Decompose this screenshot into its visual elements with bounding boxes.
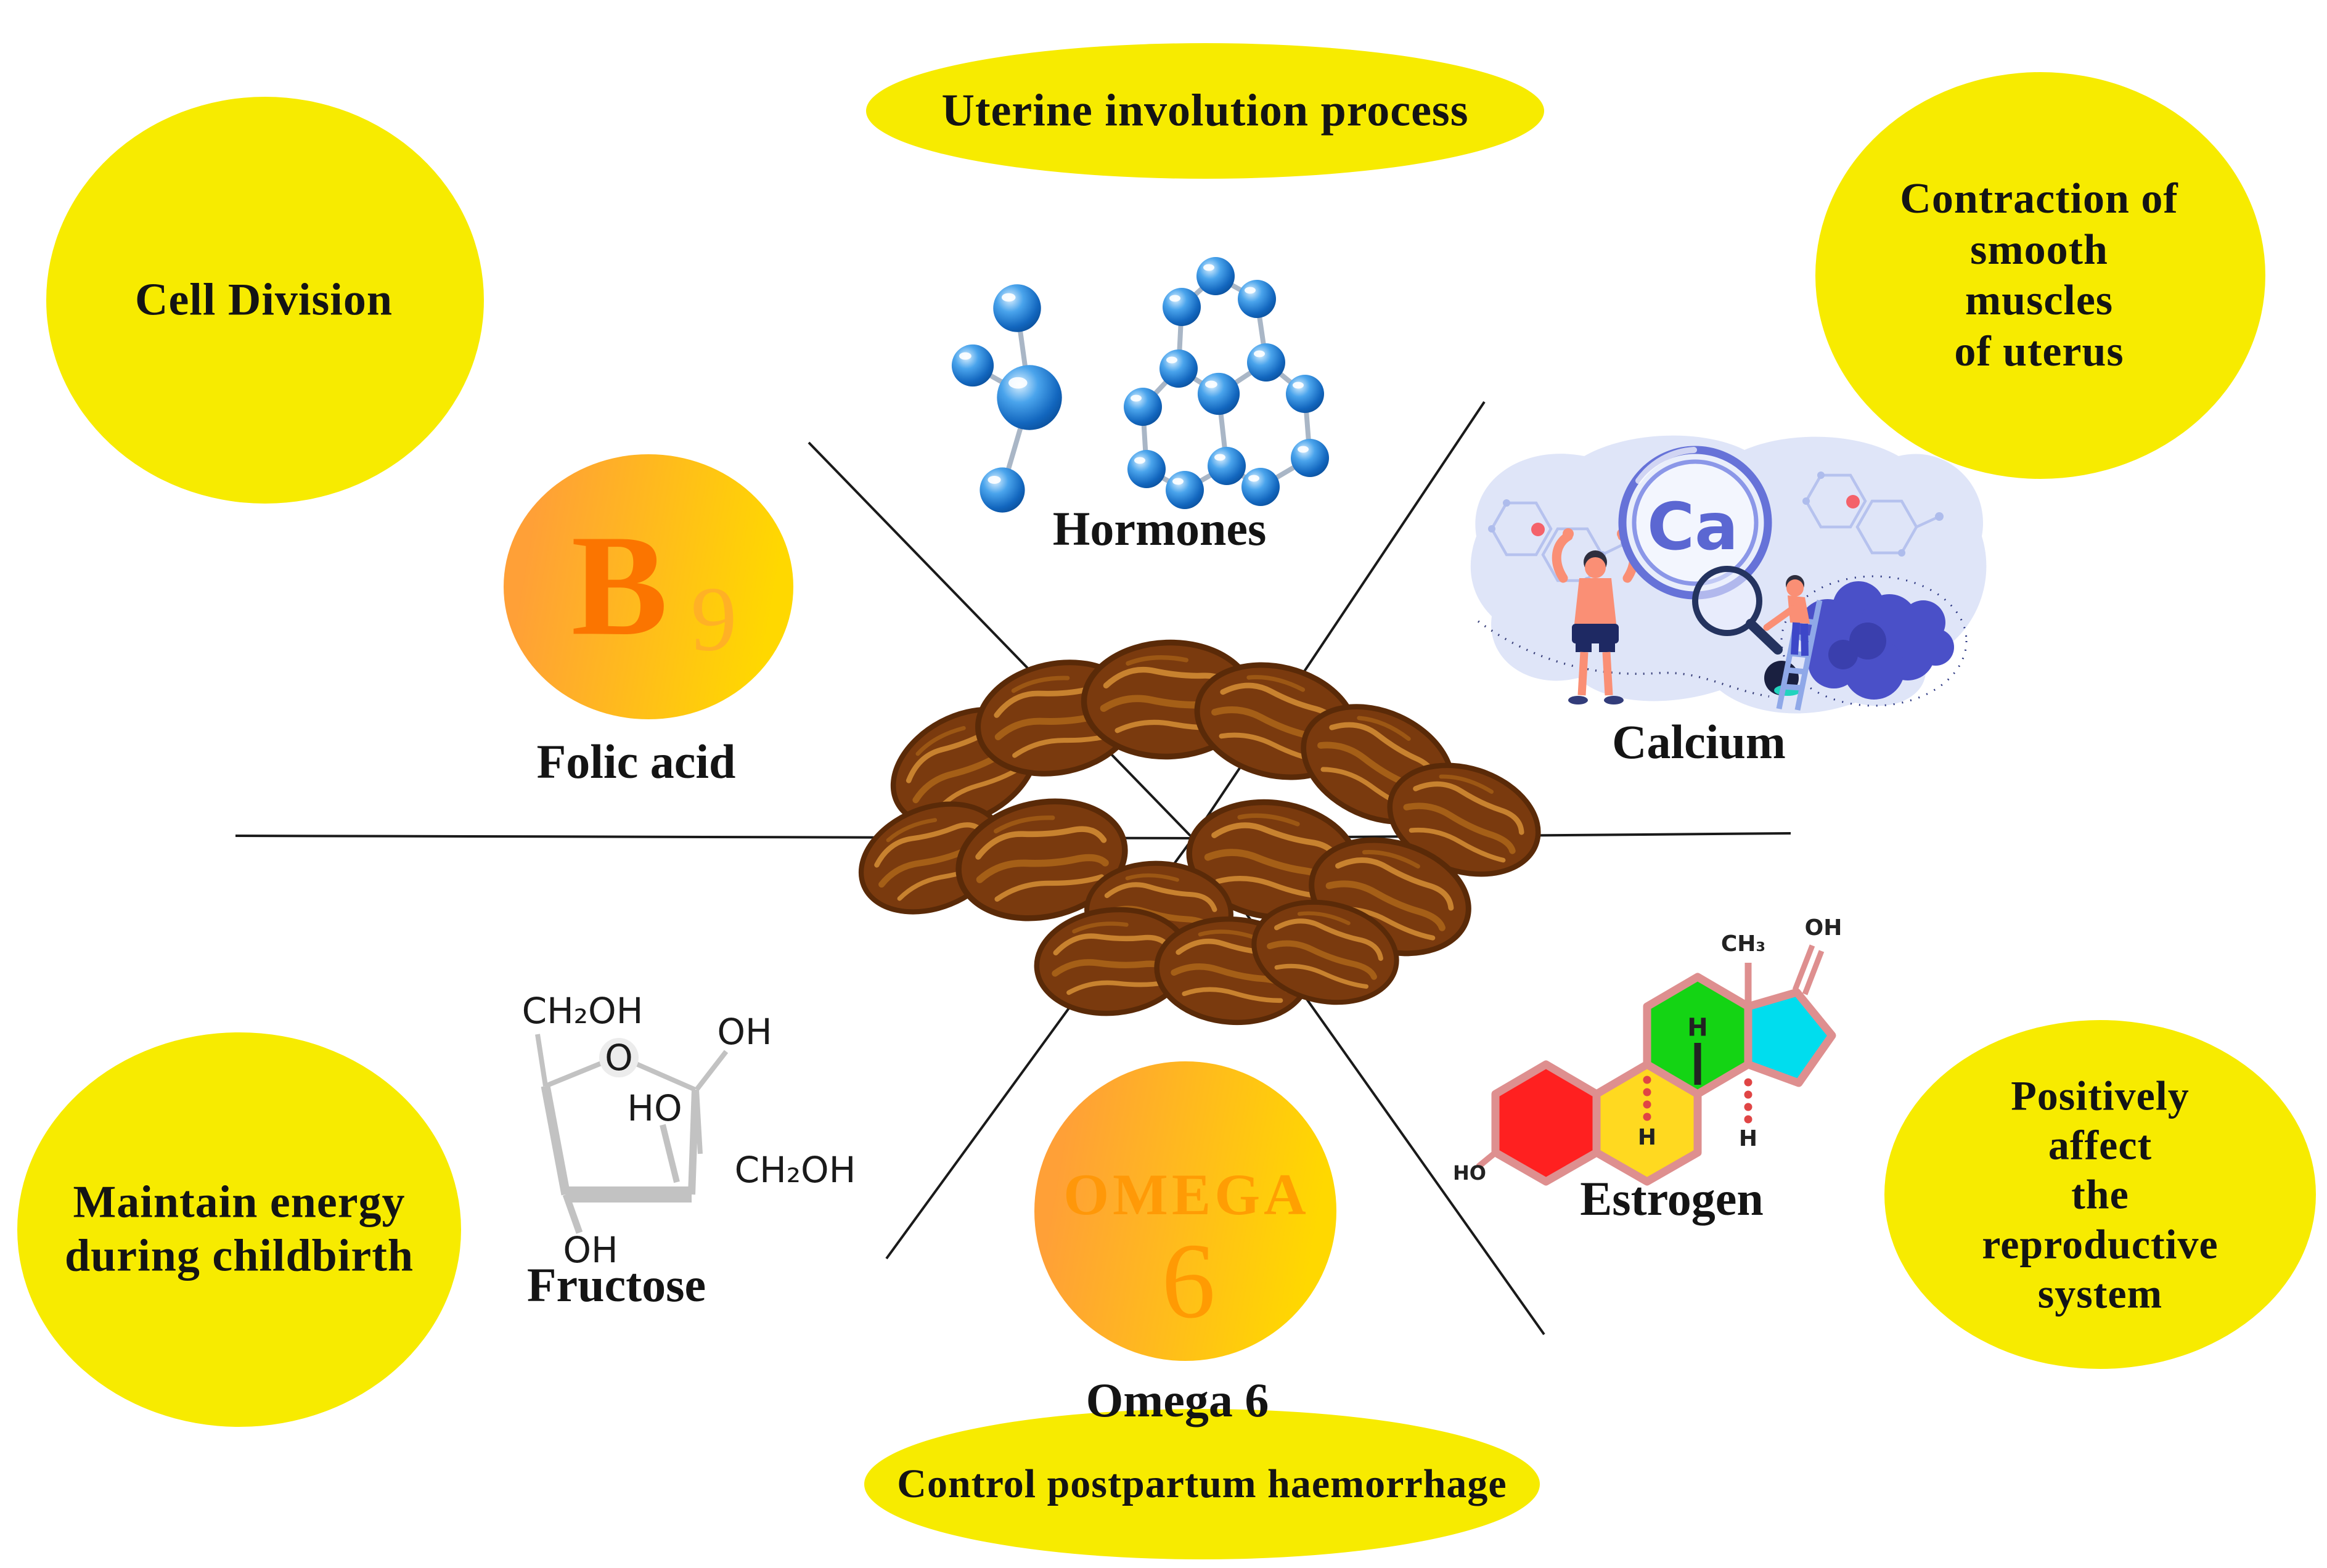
- stereo-dots: [1643, 1076, 1752, 1124]
- molecule-bonds: [1140, 274, 1312, 492]
- man-shorts: [1572, 624, 1619, 643]
- fructose-ch2oh-right-label: CH₂OH: [734, 1148, 856, 1191]
- researcher-figure: [1763, 575, 1810, 656]
- hormones-illustration: [951, 257, 1329, 513]
- hexagon-dots-right: [1802, 472, 1944, 557]
- fructose-ho-label: HO: [627, 1087, 682, 1129]
- calcium-symbol-circle: [1618, 446, 1772, 600]
- man-figure: [1552, 528, 1639, 704]
- effect-bubble-bottom-right: [1884, 1020, 2316, 1369]
- ring-a-red: [1491, 1060, 1601, 1186]
- effect-bubble-bottom-left: [17, 1032, 461, 1427]
- calcium-symbol: Ca: [1647, 489, 1738, 565]
- effect-bubble-top: [866, 43, 1544, 179]
- effect-top-left-label: Cell Division: [135, 274, 393, 325]
- effect-bubble-top-right: [1815, 72, 2265, 479]
- fructose-oh-bottom-label: OH: [563, 1228, 618, 1271]
- omega-badge-word: OMEGA: [1063, 1161, 1310, 1227]
- effect-bubble-top-left: [46, 97, 484, 504]
- man-shoe: [1568, 696, 1588, 704]
- fructose-oh-top-label: OH: [717, 1010, 772, 1053]
- estrogen-label: Estrogen: [1580, 1171, 1764, 1225]
- estrogen-illustration: [1476, 944, 1836, 1186]
- magnifier-icon: [1692, 566, 1783, 655]
- estrogen-ch3-label: CH₃: [1720, 931, 1766, 957]
- effect-bottom-label: Control postpartum haemorrhage: [897, 1461, 1507, 1507]
- folic-acid-label: Folic acid: [536, 734, 736, 788]
- vitamin-b9-subscript: 9: [690, 568, 737, 671]
- man-torso: [1574, 578, 1616, 624]
- effect-top-right-label: Contraction of smooth muscles of uterus: [1900, 174, 2178, 375]
- dates-illustration: [845, 640, 1553, 1027]
- man-head: [1585, 557, 1606, 578]
- small-molecule: [951, 284, 1062, 513]
- folic-acid-b9-badge: [504, 454, 793, 719]
- calcium-illustration: [1470, 435, 1987, 714]
- red-dot-right: [1846, 495, 1860, 508]
- ring-d-cyan: [1744, 988, 1836, 1087]
- ring-molecule: [1124, 257, 1329, 509]
- fructose-label: Fructose: [526, 1257, 706, 1312]
- line-to-folic-acid: [808, 441, 1194, 839]
- fructose-ring-o-label: O: [605, 1036, 633, 1079]
- ring-oxygen-halo: [599, 1038, 639, 1077]
- man-shoe: [1604, 696, 1624, 704]
- omega-badge-number: 6: [1161, 1220, 1216, 1341]
- estrogen-ho-label: HO: [1453, 1161, 1486, 1185]
- fructose-ch2oh-top-label: CH₂OH: [521, 989, 644, 1032]
- effect-bubble-bottom: [864, 1409, 1540, 1559]
- omega6-badge: [1034, 1061, 1336, 1361]
- estrogen-h-left-label: H: [1637, 1124, 1657, 1150]
- red-dot-left: [1531, 523, 1545, 536]
- omega6-label: Omega 6: [1086, 1373, 1269, 1427]
- calcium-label: Calcium: [1612, 714, 1786, 769]
- effect-bottom-right-label: Positively affect the reproductive syste…: [1982, 1072, 2219, 1317]
- estrogen-oh-label: OH: [1804, 915, 1842, 941]
- hormones-label: Hormones: [1052, 501, 1267, 555]
- estrogen-h-ring-label: H: [1687, 1013, 1708, 1042]
- fructose-illustration: [535, 1034, 729, 1234]
- effect-bottom-left-label: Maintain energy during childbirth: [64, 1177, 414, 1281]
- vitamin-b-symbol: B: [571, 505, 668, 666]
- estrogen-h-right-label: H: [1738, 1125, 1758, 1151]
- effect-top-label: Uterine involution process: [941, 85, 1469, 136]
